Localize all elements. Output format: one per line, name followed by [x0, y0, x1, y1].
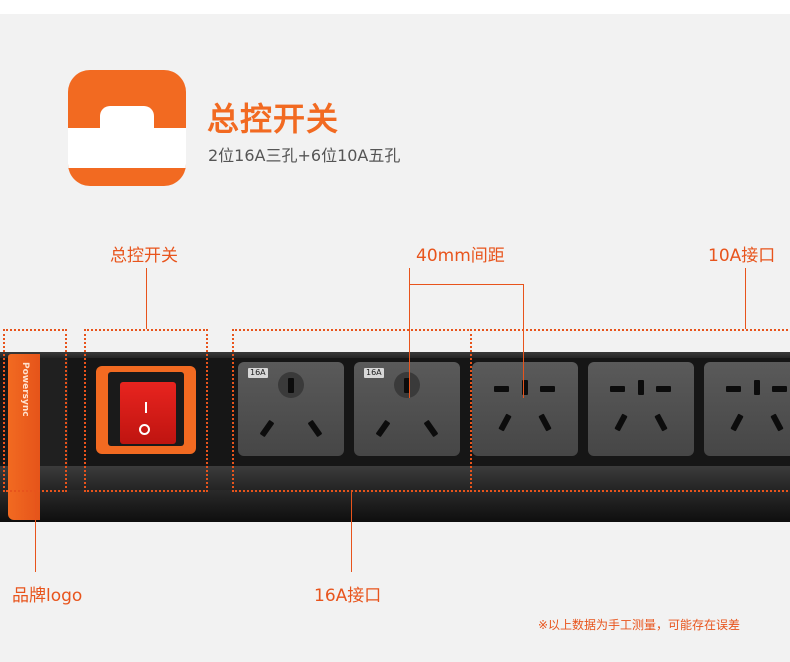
port-10a-highlight [470, 329, 790, 492]
pin-hole [726, 386, 741, 392]
port-16a-highlight [232, 329, 472, 492]
top-band [0, 0, 790, 14]
brand-endcap [8, 354, 40, 520]
callout-master-switch: 总控开关 [110, 246, 178, 266]
socket-16a: 16A [354, 362, 460, 456]
socket-10a [472, 362, 578, 456]
measurement-note: ※以上数据为手工测量，可能存在误差 [538, 618, 741, 632]
callout-10a-port: 10A接口 [708, 246, 776, 266]
brand-mark: Powersync [20, 362, 30, 417]
socket-16a: 16A [238, 362, 344, 456]
strip-rail [0, 466, 790, 492]
leader-line-logo [35, 492, 36, 572]
pin-hole [540, 386, 555, 392]
pin-hole [656, 386, 671, 392]
spacing-dimension-line [409, 284, 524, 285]
callout-brand-logo: 品牌logo [12, 586, 83, 606]
endcap-edge [38, 358, 68, 466]
pin-hole [494, 386, 509, 392]
callout-spacing: 40mm间距 [416, 246, 505, 266]
socket-10a [588, 362, 694, 456]
socket-10a [704, 362, 790, 456]
strip-top [0, 352, 790, 360]
brand-logo-highlight [3, 329, 67, 492]
pin-hole [610, 386, 625, 392]
feature-subtitle: 2位16A三孔+6位10A五孔 [208, 146, 401, 165]
power-off-icon [139, 424, 150, 435]
leader-line-switch [146, 268, 147, 329]
strip-bottom [0, 490, 790, 522]
earth-pin-hole [754, 380, 760, 395]
leader-line-16a [351, 492, 352, 572]
callout-16a-port: 16A接口 [314, 586, 382, 606]
socket-16a-tag: 16A [364, 368, 384, 378]
earth-pin-hole [404, 378, 410, 393]
socket-16a-tag: 16A [248, 368, 268, 378]
feature-title: 总控开关 [207, 100, 340, 138]
earth-pin-hole [522, 380, 528, 395]
earth-pin-hole [288, 378, 294, 393]
spacing-line-right [523, 284, 524, 398]
power-on-icon [145, 402, 147, 413]
switch-icon [68, 70, 186, 186]
leader-line-10a [745, 268, 746, 329]
master-switch-highlight [84, 329, 208, 492]
spacing-line-left [409, 268, 410, 398]
earth-pin-hole [638, 380, 644, 395]
pin-hole [772, 386, 787, 392]
